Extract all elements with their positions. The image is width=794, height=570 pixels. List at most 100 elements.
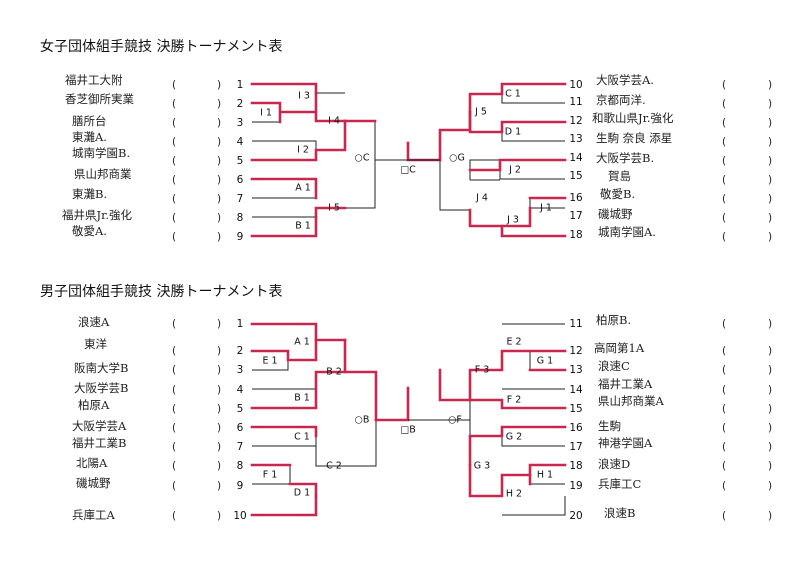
winner-path xyxy=(250,177,318,200)
paren-close: ) xyxy=(217,441,222,453)
team-name: 浪速C xyxy=(598,359,630,373)
round-label: C 1 xyxy=(294,431,310,443)
seed-number: 13 xyxy=(569,133,583,145)
round-label: I 5 xyxy=(328,202,340,214)
winner-path xyxy=(374,386,410,422)
paren-close: ) xyxy=(768,460,773,472)
paren-open: ( xyxy=(722,117,727,129)
seed-number: 16 xyxy=(569,422,583,434)
round-label: F 1 xyxy=(262,469,278,481)
paren-open: ( xyxy=(722,98,727,110)
paren-close: ) xyxy=(217,193,222,205)
winner-path xyxy=(314,206,347,219)
team-name: 高岡第1A xyxy=(594,341,645,355)
team-name: 大阪学芸A xyxy=(72,419,127,433)
paren-close: ) xyxy=(217,480,222,492)
round-label: B 1 xyxy=(294,392,310,404)
team-name: 磯城野 xyxy=(76,476,111,490)
round-label: I 2 xyxy=(297,144,309,156)
women-bracket-title: 女子団体組手競技 決勝トーナメント表 xyxy=(40,39,283,55)
seed-number: 5 xyxy=(236,403,244,415)
paren-close: ) xyxy=(217,231,222,243)
paren-close: ) xyxy=(768,174,773,186)
paren-open: ( xyxy=(172,231,177,243)
seed-number: 17 xyxy=(569,210,583,222)
winner-path xyxy=(250,215,318,238)
round-label: F 2 xyxy=(506,394,522,406)
paren-close: ) xyxy=(768,318,773,330)
team-name: 敬愛B. xyxy=(600,187,636,201)
round-label: B 1 xyxy=(295,220,311,232)
round-label: B 2 xyxy=(326,366,342,378)
paren-close: ) xyxy=(217,98,222,110)
round-label: A 1 xyxy=(295,182,311,194)
team-name: 京都両洋. xyxy=(596,93,646,107)
paren-open: ( xyxy=(172,384,177,396)
round-label: I 3 xyxy=(298,90,310,102)
seed-number: 11 xyxy=(569,318,583,330)
paren-close: ) xyxy=(768,79,773,91)
paren-close: ) xyxy=(217,384,222,396)
seed-number: 1 xyxy=(236,79,244,91)
round-label: D 1 xyxy=(504,126,522,138)
seed-number: 13 xyxy=(569,364,583,376)
team-name: 浪速B xyxy=(604,506,636,520)
round-label: G 1 xyxy=(536,355,554,367)
winner-path xyxy=(250,322,347,342)
paren-close: ) xyxy=(217,155,222,167)
paren-open: ( xyxy=(172,79,177,91)
paren-open: ( xyxy=(172,318,177,330)
paren-open: ( xyxy=(722,403,727,415)
seed-number: 14 xyxy=(569,152,583,164)
team-name: 北陽A xyxy=(76,456,108,470)
team-name: 大阪学芸A. xyxy=(596,73,654,87)
paren-open: ( xyxy=(172,174,177,186)
bracket-line xyxy=(469,159,500,180)
paren-close: ) xyxy=(217,136,222,148)
team-name: 神港学園A xyxy=(598,436,653,450)
team-name: 生駒 奈良 添星 xyxy=(596,131,673,145)
paren-open: ( xyxy=(172,422,177,434)
men-bracket-title: 男子団体組手競技 決勝トーナメント表 xyxy=(40,284,283,300)
seed-number: 9 xyxy=(236,231,244,243)
seed-number: 4 xyxy=(236,384,244,396)
winner-path xyxy=(468,425,567,467)
team-name: 福井県Jr.強化 xyxy=(62,208,132,222)
round-label: H 2 xyxy=(505,488,523,500)
round-label: H 1 xyxy=(536,469,554,481)
paren-open: ( xyxy=(722,460,727,472)
round-label: I 4 xyxy=(328,115,340,127)
winner-path xyxy=(250,370,347,410)
team-name: 香芝御所実業 xyxy=(65,92,134,106)
paren-open: ( xyxy=(172,212,177,224)
team-name: 和歌山県Jr.強化 xyxy=(592,111,674,125)
paren-open: ( xyxy=(722,193,727,205)
round-label: J 5 xyxy=(475,106,487,118)
seed-number: 5 xyxy=(236,155,244,167)
paren-close: ) xyxy=(217,117,222,129)
winner-path xyxy=(468,398,567,410)
seed-number: 6 xyxy=(236,174,244,186)
paren-open: ( xyxy=(172,193,177,205)
round-label: C 2 xyxy=(326,460,342,472)
team-name: 兵庫工A xyxy=(72,508,115,522)
winner-path xyxy=(250,82,318,95)
seed-number: 10 xyxy=(569,79,583,91)
winner-path xyxy=(468,82,567,114)
round-label: C 1 xyxy=(505,88,521,100)
paren-open: ( xyxy=(722,174,727,186)
round-label: J 2 xyxy=(509,164,521,176)
round-label: J 1 xyxy=(540,202,552,214)
round-label: ○B xyxy=(354,414,370,426)
paren-open: ( xyxy=(722,510,727,522)
paren-close: ) xyxy=(768,403,773,415)
seed-number: 15 xyxy=(569,170,583,182)
paren-open: ( xyxy=(722,422,727,434)
bracket-line xyxy=(315,436,345,467)
paren-close: ) xyxy=(768,345,773,357)
paren-close: ) xyxy=(768,422,773,434)
seed-number: 7 xyxy=(236,441,244,453)
team-name: 福井工業A xyxy=(598,377,653,391)
